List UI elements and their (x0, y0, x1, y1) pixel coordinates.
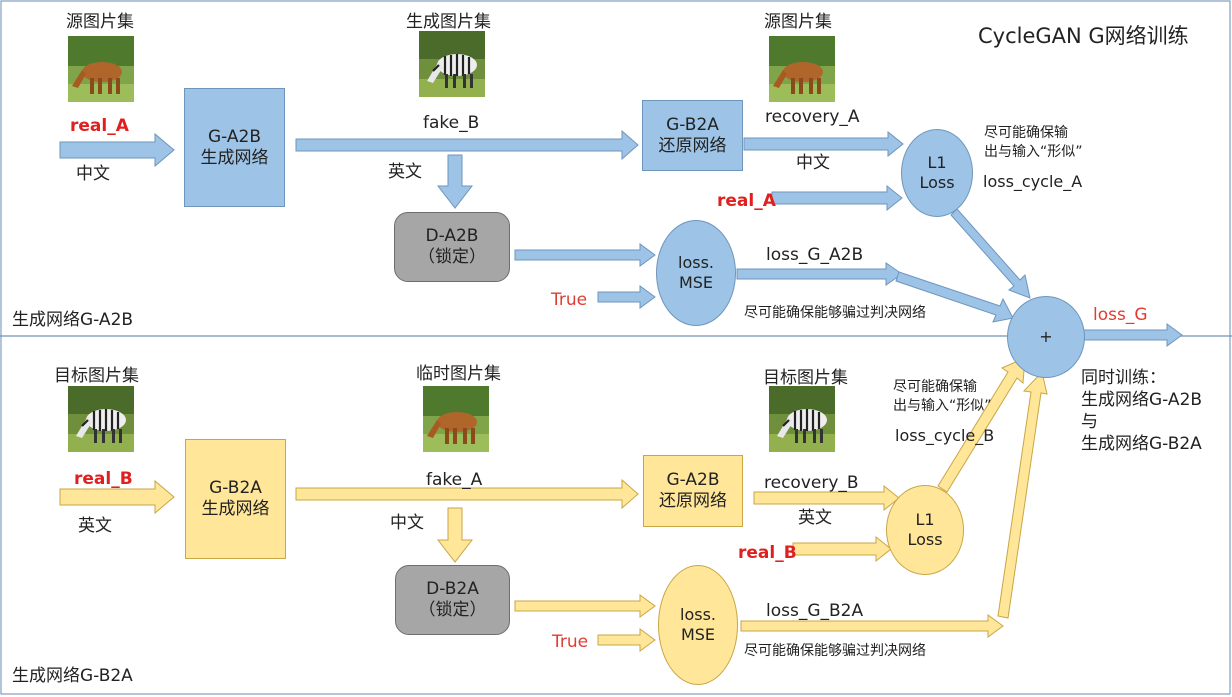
sum-symbol: + (1039, 327, 1053, 346)
bottom-mse-line1: loss. (680, 605, 716, 624)
bottom-lang-zh-label: 中文 (390, 513, 424, 533)
top-true-label: True (551, 290, 588, 310)
bottom-tgt2-image (767, 384, 837, 454)
bottom-tmp-image (423, 386, 489, 452)
top-mse-line1: loss. (678, 253, 714, 272)
top-src-set-label: 源图片集 (66, 12, 134, 32)
bottom-note-fool: 尽可能确保能够骗过判决网络 (744, 643, 926, 659)
top-lang-zh-label: 中文 (76, 164, 110, 184)
top-mse-line2: MSE (678, 273, 714, 292)
top-recovery-a-label: recovery_A (765, 107, 860, 127)
top-generator-desc: 生成网络 (200, 147, 269, 168)
top-loss-cycle-a-label: loss_cycle_A (983, 172, 1083, 191)
top-generator-box: G-A2B 生成网络 (184, 88, 285, 207)
top-discriminator-name: D-A2B (425, 226, 479, 246)
sum-note-line2: 生成网络G-A2B (1081, 390, 1203, 410)
top-note-form-line1: 尽可能确保输 (984, 125, 1068, 141)
bottom-generator-box: G-B2A 生成网络 (185, 439, 286, 559)
bottom-generator-desc: 生成网络 (201, 499, 270, 519)
top-generator-name: G-A2B (207, 126, 262, 147)
bottom-l1-loss-node: L1 Loss (886, 485, 964, 575)
top-discriminator-box: D-A2B （锁定） (394, 212, 510, 282)
bottom-l1-sub: Loss (907, 530, 943, 549)
section-label-bottom: 生成网络G-B2A (12, 666, 133, 686)
bottom-l1-name: L1 (915, 510, 935, 529)
top-loss-g-a2b-label: loss_G_A2B (766, 245, 864, 265)
top-note-form-line2: 出与输入“形似” (984, 144, 1083, 160)
top-mse-node: loss. MSE (656, 220, 736, 326)
bottom-lang-en-label: 英文 (78, 516, 112, 536)
top-restore-name: G-B2A (666, 114, 719, 135)
top-real-a-label: real_A (70, 116, 129, 136)
top-src2-image (769, 36, 835, 102)
bottom-generator-name: G-B2A (209, 478, 262, 498)
top-note-fool: 尽可能确保能够骗过判决网络 (744, 305, 926, 321)
top-src-set2-label: 源图片集 (764, 12, 832, 32)
sum-note-line3: 与 (1081, 412, 1098, 432)
bottom-discriminator-locked: （锁定） (418, 600, 487, 620)
sum-note-line4: 生成网络G-B2A (1081, 434, 1202, 454)
bottom-fake-a-label: fake_A (426, 470, 483, 490)
bottom-mse-line2: MSE (680, 625, 716, 644)
bottom-discriminator-name: D-B2A (426, 579, 479, 599)
bottom-mse-node: loss. MSE (658, 565, 738, 685)
section-label-top: 生成网络G-A2B (12, 310, 134, 330)
bottom-tmp-set-label: 临时图片集 (416, 364, 501, 384)
bottom-note-form-line2: 出与输入“形似” (893, 398, 992, 414)
top-real-a2-label: real_A (717, 191, 776, 211)
bottom-tgt-set2-label: 目标图片集 (763, 368, 848, 388)
top-discriminator-locked: （锁定） (418, 247, 486, 267)
top-fake-b-label: fake_B (423, 113, 480, 133)
top-src-image (68, 36, 134, 102)
sum-node: + (1007, 296, 1085, 378)
top-l1-name: L1 (927, 153, 947, 172)
diagram-title: CycleGAN G网络训练 (978, 24, 1189, 48)
bottom-tgt-set-label: 目标图片集 (54, 366, 139, 386)
bottom-note-form-line1: 尽可能确保输 (893, 379, 977, 395)
bottom-recovery-b-label: recovery_B (764, 473, 859, 493)
bottom-restore-desc: 还原网络 (659, 491, 727, 511)
bottom-discriminator-box: D-B2A （锁定） (395, 565, 510, 635)
top-gen-image (417, 29, 487, 99)
loss-g-output-label: loss_G (1093, 305, 1148, 325)
bottom-restore-name: G-A2B (666, 470, 720, 490)
top-l1-sub: Loss (919, 173, 955, 192)
top-restore-desc: 还原网络 (658, 135, 727, 156)
bottom-true-label: True (552, 632, 589, 652)
sum-note-line1: 同时训练： (1081, 368, 1166, 388)
top-gen-set-label: 生成图片集 (406, 12, 491, 32)
bottom-real-b-label: real_B (74, 469, 133, 489)
bottom-tgt-image (66, 384, 136, 454)
top-l1-loss-node: L1 Loss (901, 129, 973, 217)
bottom-real-b2-label: real_B (738, 543, 797, 563)
bottom-lang-en2-label: 英文 (798, 508, 832, 528)
bottom-loss-g-b2a-label: loss_G_B2A (766, 601, 864, 621)
top-restore-box: G-B2A 还原网络 (642, 100, 743, 171)
top-lang-zh2-label: 中文 (796, 153, 830, 173)
bottom-restore-box: G-A2B 还原网络 (643, 455, 743, 527)
top-lang-en-label: 英文 (388, 162, 422, 182)
bottom-loss-cycle-b-label: loss_cycle_B (895, 426, 995, 445)
